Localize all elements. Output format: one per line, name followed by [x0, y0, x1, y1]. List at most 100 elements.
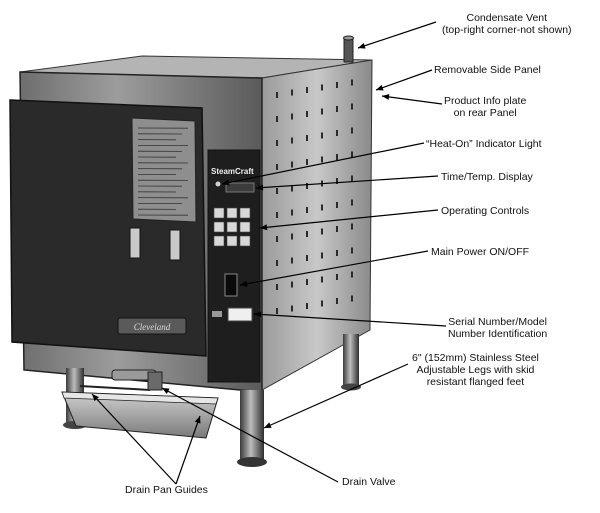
adjustable-legs [63, 334, 361, 467]
vent-slot [291, 233, 293, 240]
drain-pan-guide-left [79, 385, 151, 391]
label-main-power: Main Power ON/OFF [431, 246, 530, 258]
vent-slot [276, 212, 278, 218]
vent-slot [351, 103, 353, 110]
time-temp-display [225, 182, 255, 193]
arrow-head [264, 422, 272, 428]
vent-slot [306, 231, 308, 237]
door: Cleveland [9, 99, 207, 357]
vent-slot [351, 151, 353, 158]
vent-slot [306, 87, 308, 93]
condensate-vent [343, 37, 354, 63]
vent-slot [336, 82, 338, 88]
vent-slot [306, 207, 308, 213]
vent-slot [276, 308, 278, 314]
vent-slot [276, 140, 278, 146]
keypad-button [226, 221, 238, 233]
keypad-button [213, 207, 225, 219]
label-adjustable-legs: 6" (152mm) Stainless Steel Adjustable Le… [412, 352, 539, 388]
control-panel: SteamCraft [207, 149, 261, 383]
vent-slot [276, 284, 278, 290]
vent-slot [276, 260, 278, 266]
vent-slot [321, 228, 323, 235]
keypad-button [239, 235, 251, 247]
label-product-info-plate: Product Info plate on rear Panel [444, 95, 527, 119]
keypad-button [226, 207, 238, 219]
main-power-switch [224, 273, 238, 297]
vent-slot [336, 250, 338, 256]
arrow-head [254, 311, 262, 318]
vent-slot [306, 279, 308, 285]
arrow-head [194, 416, 201, 424]
vent-slot [291, 113, 293, 120]
control-panel-small-label [212, 311, 222, 317]
door-instruction-plate [131, 117, 197, 223]
serial-number-plate [227, 307, 253, 322]
label-time-temp-display: Time/Temp. Display [441, 171, 533, 183]
keypad-button [226, 235, 238, 247]
vent-slot [291, 137, 293, 144]
side-vent-slots [276, 79, 353, 314]
vent-slot [291, 209, 293, 216]
vent-slot [276, 236, 278, 242]
arrow-head [358, 42, 366, 49]
vent-slot [351, 127, 353, 134]
vent-slot [306, 303, 308, 309]
vent-slot [291, 257, 293, 264]
vent-slot [321, 132, 323, 139]
vent-slot [321, 276, 323, 283]
brand-label: SteamCraft [211, 167, 254, 176]
foot-rear-right [341, 383, 361, 391]
vent-slot [336, 274, 338, 280]
vent-slot [321, 204, 323, 211]
vent-slot [306, 159, 308, 165]
vent-slot [336, 154, 338, 160]
door-badge-text: Cleveland [134, 322, 171, 332]
door-badge-plate [117, 317, 187, 335]
vent-slot [351, 247, 353, 254]
vent-slot [306, 183, 308, 189]
arrow-head [260, 224, 268, 231]
label-serial-number: Serial Number/Model Number Identificatio… [448, 316, 548, 340]
door-latch-right [169, 229, 181, 261]
vent-slot [291, 89, 293, 96]
vent-slot [336, 298, 338, 304]
vent-slot [336, 178, 338, 184]
operating-controls-keypad [213, 207, 251, 247]
label-condensate-vent: Condensate Vent (top-right corner-not sh… [442, 12, 572, 36]
vent-slot [276, 116, 278, 122]
vent-slot [336, 226, 338, 232]
arrow-head [162, 388, 170, 394]
label-operating-controls: Operating Controls [441, 205, 530, 217]
vent-slot [291, 281, 293, 288]
vent-slot [336, 106, 338, 112]
leader-line [255, 175, 439, 189]
leader-line [175, 415, 201, 485]
leader-line [253, 313, 447, 327]
foot-front-right [237, 457, 267, 467]
vent-slot [276, 164, 278, 170]
heat-on-indicator-light [215, 181, 221, 187]
vent-slot [306, 255, 308, 261]
vent-slot [351, 79, 353, 86]
label-drain-valve: Drain Valve [342, 476, 396, 488]
arrow-head [222, 179, 230, 186]
vent-slot [306, 111, 308, 117]
leader-line [221, 142, 425, 185]
label-heat-on-indicator-light: “Heat-On” Indicator Light [426, 138, 542, 150]
vent-slot [321, 252, 323, 259]
arrow-head [240, 280, 248, 287]
label-removable-side-panel: Removable Side Panel [434, 64, 541, 76]
door-latch-left [129, 227, 141, 259]
vent-slot [276, 92, 278, 98]
leg-front-right [240, 390, 264, 460]
keypad-button [213, 221, 225, 233]
vent-slot [351, 175, 353, 182]
leader-line [375, 69, 433, 91]
leader-line [91, 393, 177, 485]
arrow-head [256, 184, 264, 191]
arrow-head [92, 394, 99, 402]
vent-slot [321, 156, 323, 163]
leader-line [239, 250, 429, 286]
